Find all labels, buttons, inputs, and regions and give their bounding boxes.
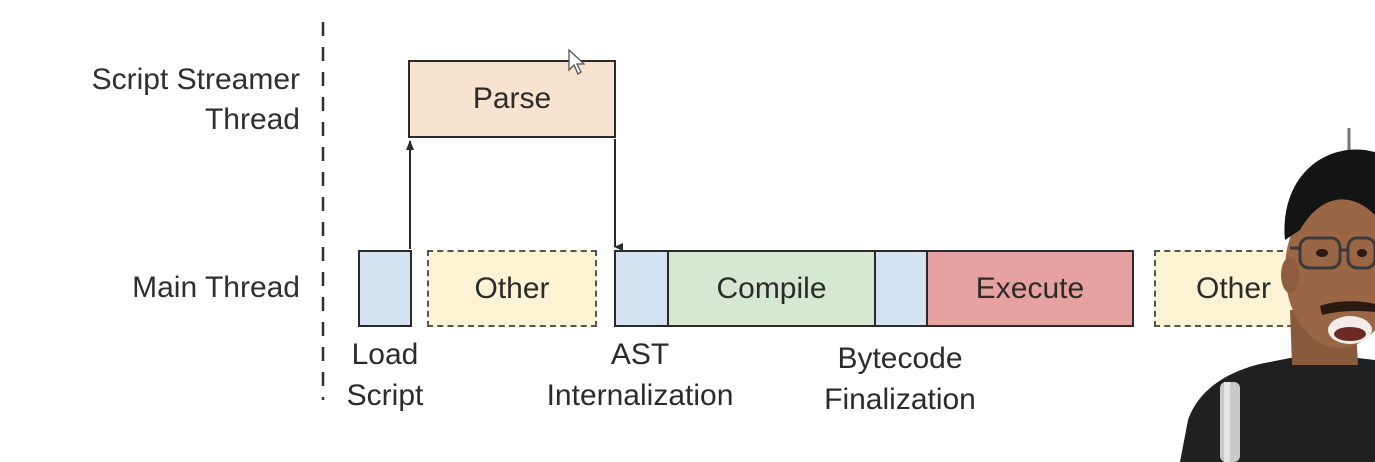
label-ast-internalization: AST Internalization (546, 338, 734, 412)
execute-block: Execute (926, 250, 1134, 327)
lane-label-main-thread: Main Thread (132, 271, 300, 304)
label-load-script: Load Script (346, 338, 424, 412)
ast-internalization-block (614, 250, 669, 327)
parse-block: Parse (408, 60, 616, 138)
load-script-block (358, 250, 412, 327)
compile-block: Compile (667, 250, 876, 327)
lane-label-script-streamer: Script Streamer Thread (91, 63, 300, 136)
other-block-1: Other (427, 250, 597, 327)
bytecode-finalization-block (874, 250, 928, 327)
label-bytecode-finalization: Bytecode Finalization (824, 342, 976, 416)
presenter-webcam-overlay (1180, 149, 1375, 462)
